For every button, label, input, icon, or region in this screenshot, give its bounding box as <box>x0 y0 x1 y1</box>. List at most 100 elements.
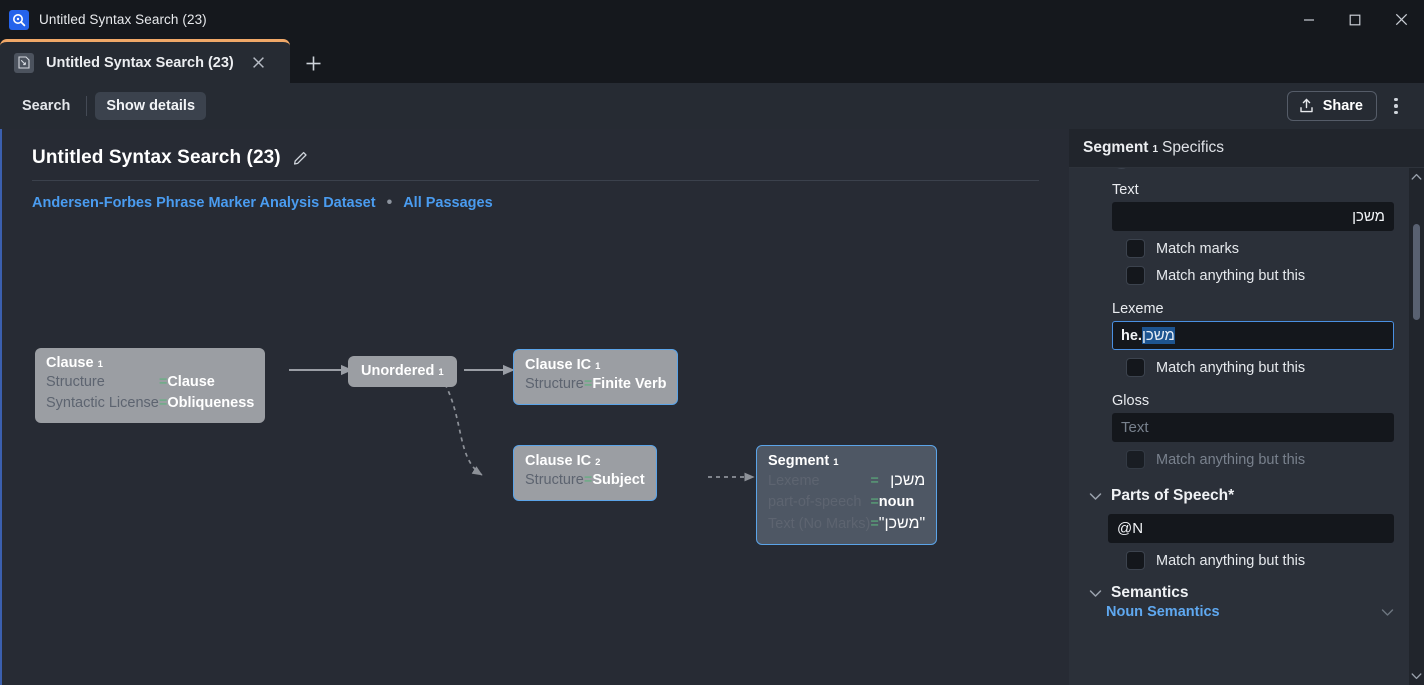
new-tab-button[interactable] <box>294 43 332 83</box>
node-attribute-row: Structure = Finite Verb <box>525 376 667 392</box>
maximize-button[interactable] <box>1332 0 1378 39</box>
main-canvas: Untitled Syntax Search (23) Andersen-For… <box>0 129 1069 685</box>
checkbox-label: Match anything but this <box>1156 451 1306 468</box>
close-button[interactable] <box>1378 0 1424 39</box>
section-title: Parts of Speech* <box>1111 487 1235 504</box>
radio-icon <box>1112 168 1131 169</box>
breadcrumb: Andersen-Forbes Phrase Marker Analysis D… <box>32 181 1039 212</box>
node-attribute-row: Structure = Clause <box>46 374 215 390</box>
pencil-icon[interactable] <box>293 151 308 166</box>
toolbar-show-details-button[interactable]: Show details <box>95 92 207 120</box>
node-attributes: Lexeme = משכן part-of-speech = noun Text… <box>768 470 925 535</box>
breadcrumb-dataset-link[interactable]: Andersen-Forbes Phrase Marker Analysis D… <box>32 195 376 211</box>
page-header: Untitled Syntax Search (23) Andersen-For… <box>2 129 1069 211</box>
section-semantics[interactable]: Semantics <box>1081 584 1394 602</box>
checkbox-icon <box>1126 551 1145 570</box>
lexeme-input-prefix: he. <box>1121 327 1142 344</box>
field-text-label: Text <box>1112 182 1139 198</box>
tab-close-icon[interactable] <box>248 52 270 74</box>
checkbox-label: Match anything but this <box>1156 552 1306 569</box>
syntax-search-icon <box>14 52 34 73</box>
checkbox-icon <box>1126 239 1145 258</box>
gloss-input-placeholder: Text <box>1121 419 1149 436</box>
node-attributes: Structure = Finite Verb <box>525 374 666 395</box>
toolbar-right-group: Share <box>1286 90 1411 122</box>
node-attributes: Structure = Subject <box>525 470 645 491</box>
breadcrumb-scope-link[interactable]: All Passages <box>403 195 493 211</box>
field-parts-of-speech: @N Match anything but this <box>1081 514 1394 570</box>
chevron-down-icon <box>1089 589 1102 598</box>
text-input[interactable]: משכן <box>1112 202 1394 231</box>
tab-label: Untitled Syntax Search (23) <box>46 54 234 71</box>
checkbox-lexeme-match-anything-but-this[interactable]: Match anything but this <box>1112 358 1394 377</box>
field-gloss: Gloss Text Match anything but this <box>1081 393 1394 469</box>
checkbox-text-match-anything-but-this[interactable]: Match anything but this <box>1112 266 1394 285</box>
lexeme-input[interactable]: he.משכן <box>1112 321 1394 350</box>
radio-either[interactable]: Either <box>1081 168 1394 169</box>
toolbar-search-button[interactable]: Search <box>22 98 71 114</box>
scrollbar-thumb[interactable] <box>1413 224 1420 320</box>
checkbox-gloss-match-anything-but-this[interactable]: Match anything but this <box>1112 450 1394 469</box>
chevron-down-icon[interactable] <box>1381 608 1394 617</box>
section-title: Semantics <box>1111 584 1189 601</box>
checkbox-label: Match anything but this <box>1156 267 1306 284</box>
subsection-noun-semantics[interactable]: Noun Semantics <box>1081 604 1394 620</box>
field-gloss-label: Gloss <box>1112 393 1150 409</box>
gloss-input[interactable]: Text <box>1112 413 1394 442</box>
text-input-value: משכן <box>1352 208 1385 225</box>
panel-content: Either Text משכן Match marks Match anyth… <box>1081 168 1394 620</box>
share-button[interactable]: Share <box>1286 91 1377 121</box>
node-attribute-row: part-of-speech = noun <box>768 494 915 510</box>
checkbox-icon <box>1126 358 1145 377</box>
panel-scrollbar[interactable] <box>1409 168 1424 685</box>
minimize-button[interactable] <box>1286 0 1332 39</box>
window-title: Untitled Syntax Search (23) <box>39 12 207 27</box>
parts-of-speech-input[interactable]: @N <box>1108 514 1394 543</box>
share-upload-icon <box>1299 98 1314 114</box>
toolbar-divider <box>86 96 88 116</box>
app-toolbar: Search Show details Share <box>0 83 1424 129</box>
checkbox-icon <box>1126 266 1145 285</box>
tab-untitled-syntax-search[interactable]: Untitled Syntax Search (23) <box>0 39 290 83</box>
node-attribute-row: Text (No Marks) = "משכן" <box>768 515 926 532</box>
checkbox-icon <box>1126 450 1145 469</box>
section-parts-of-speech[interactable]: Parts of Speech* <box>1081 487 1394 505</box>
node-attribute-row: Syntactic License = Obliqueness <box>46 395 255 411</box>
checkbox-label: Match anything but this <box>1156 359 1306 376</box>
header-divider <box>32 180 1039 181</box>
node-attribute-row: Structure = Subject <box>525 472 645 488</box>
page-title-row: Untitled Syntax Search (23) <box>32 147 1039 169</box>
scrollbar-track[interactable] <box>1409 186 1424 667</box>
lexeme-input-value: משכן <box>1141 327 1175 344</box>
search-app-icon <box>9 9 29 30</box>
scroll-down-arrow-icon[interactable] <box>1411 667 1422 685</box>
panel-scroll-region[interactable]: Either Text משכן Match marks Match anyth… <box>1069 168 1424 685</box>
checkbox-pos-match-anything-but-this[interactable]: Match anything but this <box>1108 551 1394 570</box>
scroll-up-arrow-icon[interactable] <box>1411 168 1422 186</box>
parts-of-speech-value: @N <box>1117 520 1144 537</box>
graph-edges <box>289 364 755 482</box>
node-attribute-row: Lexeme = משכן <box>768 472 926 489</box>
kebab-menu-icon[interactable] <box>1381 90 1411 122</box>
checkbox-match-marks[interactable]: Match marks <box>1112 239 1394 258</box>
checkbox-label: Match marks <box>1156 240 1239 257</box>
tab-bar: Untitled Syntax Search (23) <box>0 39 1424 83</box>
window-controls <box>1286 0 1424 39</box>
subsection-label: Noun Semantics <box>1106 604 1220 620</box>
breadcrumb-separator: • <box>386 194 393 211</box>
window-title-bar: Untitled Syntax Search (23) <box>0 0 1424 39</box>
